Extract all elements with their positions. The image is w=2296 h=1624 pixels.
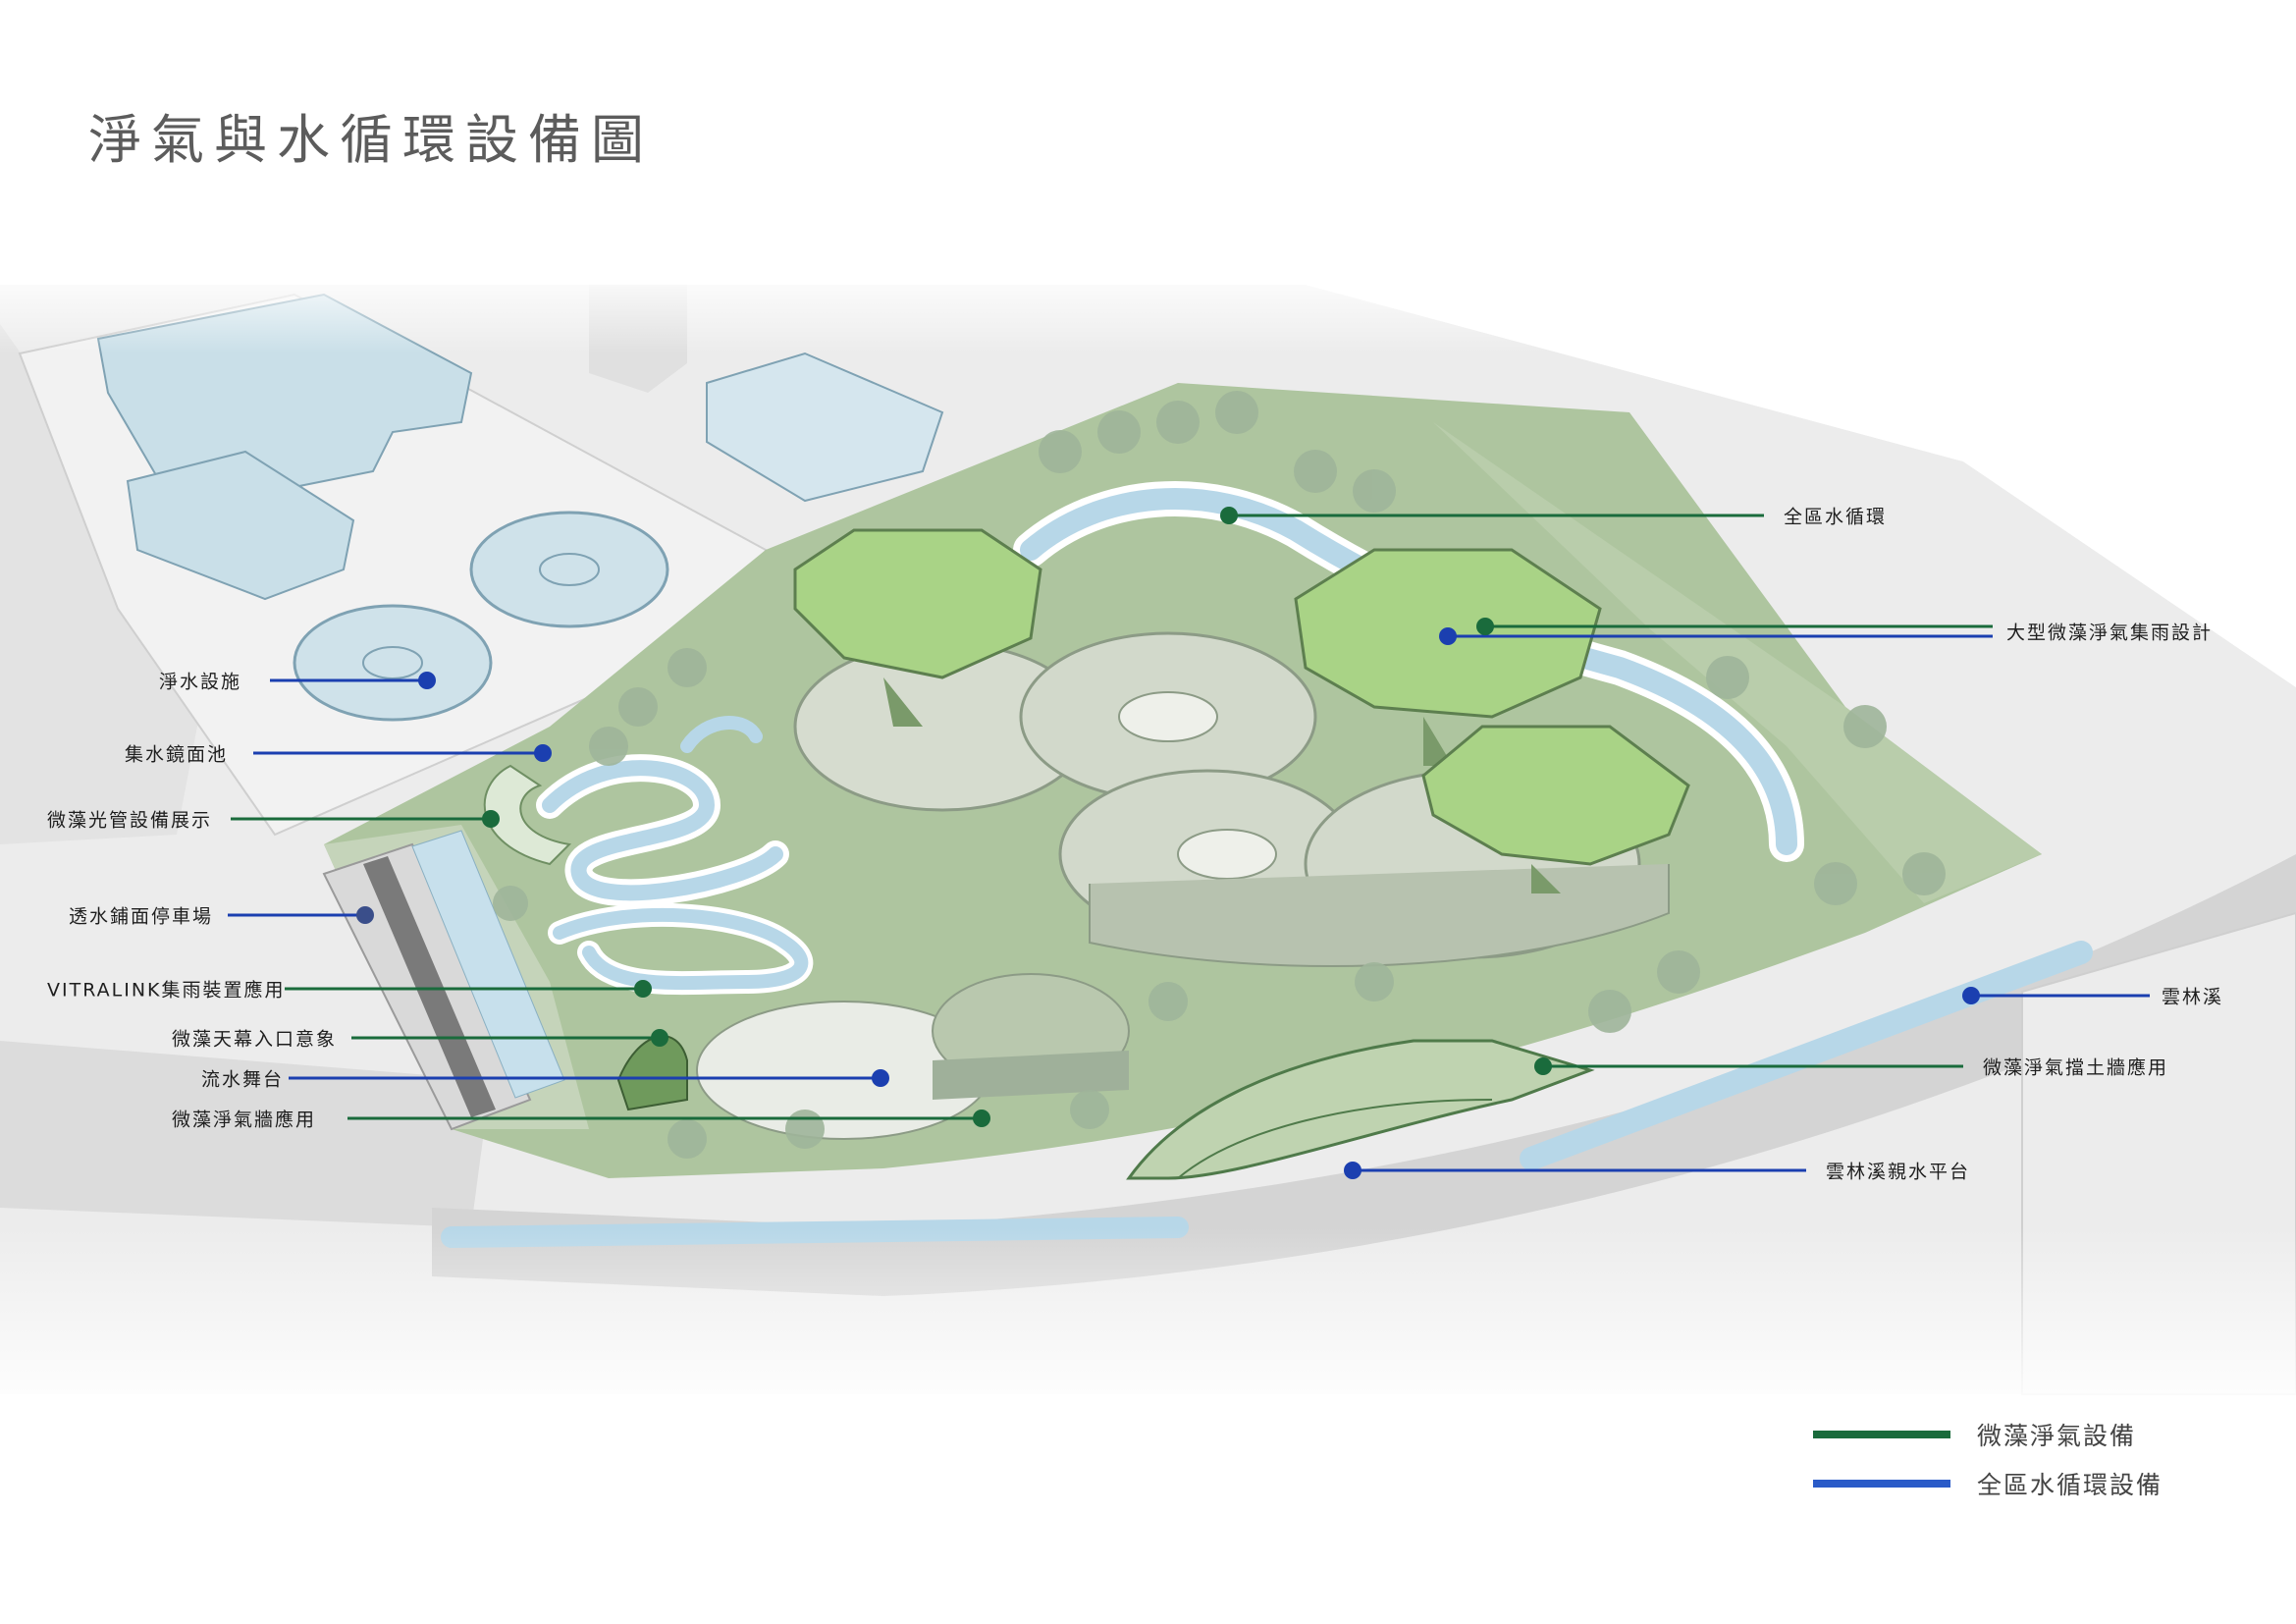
markers <box>356 507 1980 1179</box>
legend-green-label: 微藻淨氣設備 <box>1977 1422 2137 1450</box>
parking-lot <box>322 830 565 1131</box>
main-building <box>793 631 1670 967</box>
marker-purification <box>418 672 436 689</box>
legend-blue-label: 全區水循環設備 <box>1977 1471 2163 1499</box>
label-large-canopy: 大型微藻淨氣集雨設計 <box>2006 622 2214 644</box>
marker-mirror-pool <box>534 744 552 762</box>
marker-creek-platform <box>1344 1162 1362 1179</box>
page-title: 淨氣與水循環設備圖 <box>88 109 654 171</box>
flowing-stage <box>696 973 1130 1140</box>
label-retaining-wall: 微藻淨氣擋土牆應用 <box>1983 1056 2169 1079</box>
marker-light-tube <box>482 810 500 828</box>
label-entrance: 微藻天幕入口意象 <box>172 1028 338 1051</box>
water-treatment-area <box>18 293 944 837</box>
marker-canopy-blue <box>1439 627 1457 645</box>
fade-bottom <box>0 1227 2296 1414</box>
label-purification: 淨水設施 <box>159 671 242 693</box>
label-mirror-pool: 集水鏡面池 <box>125 743 229 766</box>
marker-stage <box>872 1069 889 1087</box>
retaining-wall <box>1126 1039 1595 1180</box>
marker-vitralink <box>634 980 652 998</box>
fade-top <box>0 265 2296 353</box>
legend-blue-line <box>1813 1480 1950 1488</box>
label-parking: 透水鋪面停車場 <box>69 905 214 928</box>
label-water-loop: 全區水循環 <box>1784 506 1888 528</box>
light-tube-exhibit <box>483 764 572 866</box>
label-creek: 雲林溪 <box>2162 986 2224 1008</box>
marker-wall <box>973 1110 990 1127</box>
label-stage: 流水舞台 <box>201 1068 285 1091</box>
label-light-tube: 微藻光管設備展示 <box>47 809 213 832</box>
legend-green-line <box>1813 1431 1950 1438</box>
marker-canopy-green <box>1476 618 1494 635</box>
label-creek-platform: 雲林溪親水平台 <box>1826 1161 1971 1183</box>
marker-creek <box>1962 987 1980 1004</box>
label-algae-wall: 微藻淨氣牆應用 <box>172 1109 317 1131</box>
label-vitralink: VITRALINK集雨裝置應用 <box>47 979 286 1001</box>
marker-retaining <box>1534 1057 1552 1075</box>
marker-parking <box>356 906 374 924</box>
marker-entrance <box>651 1029 668 1047</box>
leader-lines <box>228 514 2150 1172</box>
marker-loop <box>1220 507 1238 524</box>
